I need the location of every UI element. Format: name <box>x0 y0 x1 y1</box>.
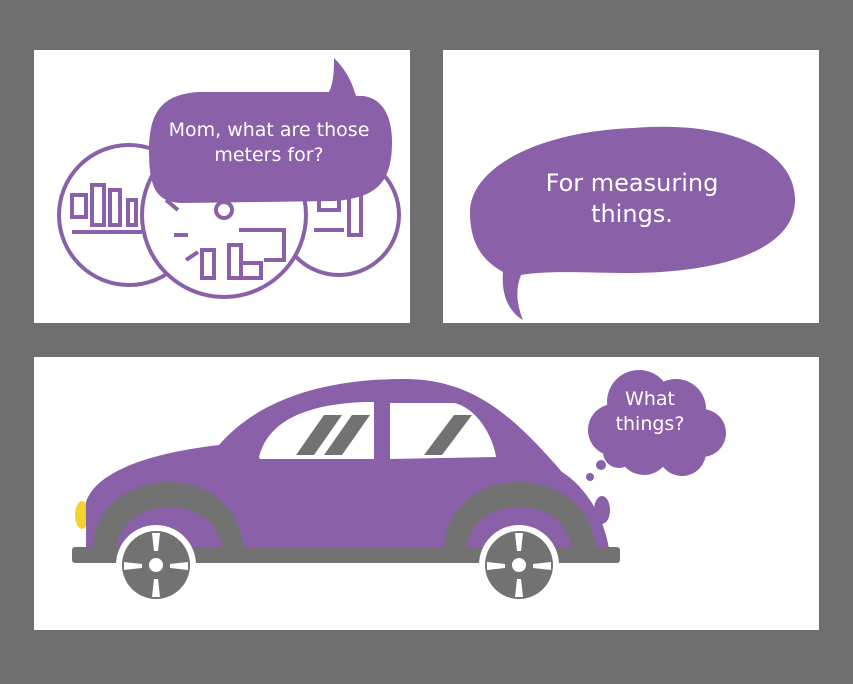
thought-bubble-text: What things? <box>615 388 685 435</box>
speech-bubble-text: Mom, what are those meters for? <box>168 119 370 166</box>
speech-bubble-text: For measuring things. <box>545 169 719 229</box>
comic-panel-3: What things? <box>34 357 819 630</box>
speech-bubble <box>470 126 795 320</box>
wheel-icon <box>116 525 196 605</box>
wheel-icon <box>479 525 559 605</box>
speech-bubble <box>149 58 392 203</box>
car-illustration <box>72 379 620 605</box>
meters-illustration <box>57 58 401 299</box>
comic-panel-1: Mom, what are those meters for? <box>34 50 410 323</box>
thought-bubble <box>586 370 726 481</box>
comic-panel-2: For measuring things. <box>443 50 819 323</box>
